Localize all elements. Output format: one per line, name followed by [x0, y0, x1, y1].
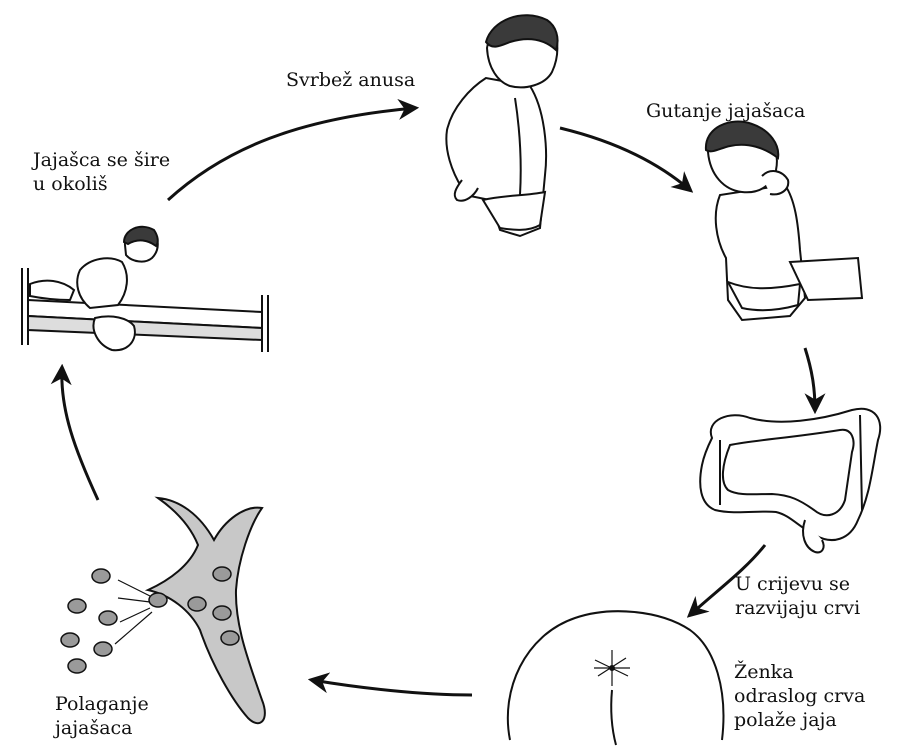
child-on-bed-illustration [22, 227, 268, 352]
boy-hand-to-mouth-illustration [706, 122, 862, 320]
perianal-illustration [508, 611, 724, 745]
arrow-itch-to-swallow [560, 128, 690, 190]
arrow-laying-to-spread [62, 368, 98, 500]
stage-label-itch: Svrbež anusa [286, 68, 415, 92]
large-intestine-illustration [700, 409, 880, 553]
boy-scratching-illustration [446, 15, 557, 236]
stage-label-spread: Jajašca se šire u okoliš [33, 148, 170, 196]
arrow-swallow-to-intestine [805, 348, 815, 410]
stage-label-female: Ženka odraslog crva polaže jaja [734, 660, 865, 732]
arrow-female-to-laying [312, 680, 472, 695]
stage-label-laying: Polaganje jajašaca [55, 692, 149, 740]
arrow-spread-to-itch [168, 108, 415, 200]
stage-label-develop: U crijevu se razvijaju crvi [735, 572, 860, 620]
stage-label-swallow: Gutanje jajašaca [646, 99, 805, 123]
worm-with-eggs-illustration [61, 498, 265, 723]
